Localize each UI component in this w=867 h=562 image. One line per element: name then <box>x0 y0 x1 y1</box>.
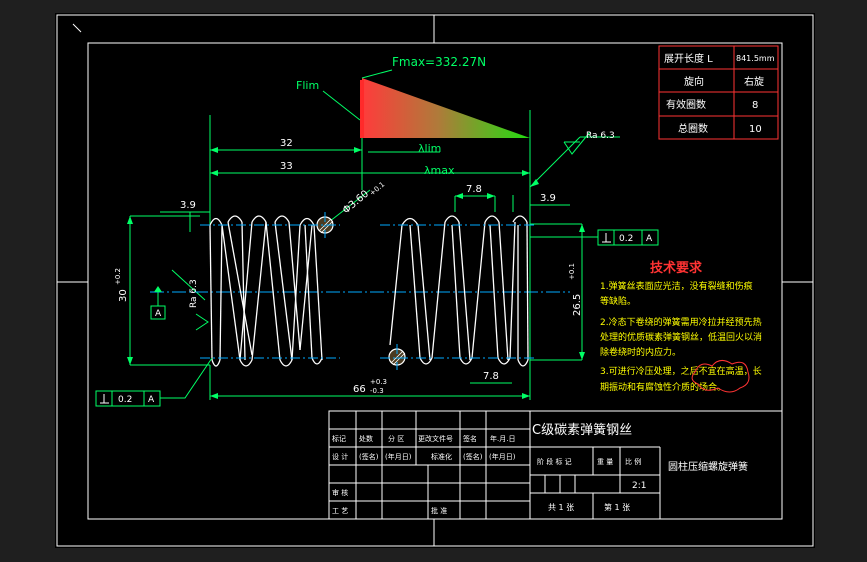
tech-line-0: 1.弹簧丝表面应光洁，没有裂缝和伤痕 <box>600 280 753 292</box>
svg-text:标准化: 标准化 <box>431 452 452 461</box>
tech-line-6: 期振动和有腐蚀性介质的场合。 <box>600 381 726 393</box>
spring-coils-left <box>209 215 323 367</box>
spring-coils-right <box>389 215 529 367</box>
svg-text:分 区: 分 区 <box>388 434 404 443</box>
svg-text:(签名): (签名) <box>463 452 483 461</box>
revision-cloud <box>691 360 750 393</box>
dim-26-5: 26.5 <box>572 294 583 316</box>
part-name-text: 圆柱压缩螺旋弹簧 <box>668 460 748 473</box>
tolerance-frame-right: 0.2 A <box>530 229 659 246</box>
sheet-paper <box>55 13 815 548</box>
sheet-total-text: 共 1 张 <box>548 503 574 512</box>
roughness-right: Ra 6.3 <box>563 131 615 155</box>
tech-line-2: 2.冷态下卷绕的弹簧需用冷拉并经预先热 <box>600 316 762 328</box>
title-block-text: C级碳素弹簧钢丝 圆柱压缩螺旋弹簧 2:1 共 1 张 第 1 张 标记 处数 … <box>332 422 748 515</box>
svg-text:重 量: 重 量 <box>597 458 613 466</box>
svg-text:处数: 处数 <box>359 434 373 443</box>
centering-marks <box>57 15 813 546</box>
svg-text:阶 段 标 记: 阶 段 标 记 <box>537 457 572 466</box>
spec-table: 展开长度 L 841.5mm 旋向 右旋 有效圈数 8 总圈数 10 <box>658 45 779 140</box>
svg-text:A: A <box>646 234 653 244</box>
material-text: C级碳素弹簧钢丝 <box>532 422 632 438</box>
flim-label: Flim <box>296 79 319 92</box>
dim-66-tol-up: +0.3 <box>370 378 387 386</box>
svg-text:0.2: 0.2 <box>118 395 132 405</box>
dim-33: 33 <box>280 161 293 172</box>
svg-text:0.2: 0.2 <box>619 234 633 244</box>
spec-row-value-1: 右旋 <box>744 75 764 88</box>
title-block <box>328 410 783 520</box>
fmax-label: Fmax=332.27N <box>392 55 486 69</box>
svg-text:A: A <box>155 309 162 319</box>
dim-30-tol: +0.2 <box>114 268 122 285</box>
dim-7-8-top: 7.8 <box>466 184 482 195</box>
svg-text:比 例: 比 例 <box>625 457 641 466</box>
svg-text:审 核: 审 核 <box>332 488 348 497</box>
dimension-arrows <box>127 147 585 399</box>
tech-line-4: 除卷绕时的内应力。 <box>600 346 681 358</box>
svg-text:批 准: 批 准 <box>431 506 447 515</box>
svg-text:(年月日): (年月日) <box>489 452 516 461</box>
dim-3-9-right: 3.9 <box>540 193 556 204</box>
svg-text:标记: 标记 <box>332 434 346 443</box>
sheet-num-text: 第 1 张 <box>604 502 630 512</box>
roughness-left: Ra 6.3 <box>189 279 209 331</box>
datum-a-symbol: A <box>150 286 166 320</box>
dim-32: 32 <box>280 138 293 149</box>
svg-text:(年月日): (年月日) <box>385 452 412 461</box>
spec-row-value-2: 8 <box>752 100 758 111</box>
lambda-lim-label: λlim <box>418 142 441 155</box>
tech-line-3: 处理的优质碳素弹簧钢丝，低温回火以消 <box>600 331 762 343</box>
spec-row-label-1: 旋向 <box>684 75 704 88</box>
wire-centerlines <box>200 212 535 370</box>
tech-requirements: 技术要求 1.弹簧丝表面应光洁，没有裂缝和伤痕 等缺陷。 2.冷态下卷绕的弹簧需… <box>600 260 762 393</box>
svg-text:Ra 6.3: Ra 6.3 <box>189 279 199 308</box>
svg-text:(签名): (签名) <box>359 452 379 461</box>
svg-text:A: A <box>148 395 155 405</box>
dimension-lines <box>129 115 620 400</box>
dim-66: 66 <box>353 384 366 395</box>
spec-row-value-0: 841.5mm <box>736 54 775 63</box>
spec-row-label-3: 总圈数 <box>678 122 708 135</box>
spec-row-label-2: 有效圈数 <box>666 98 706 111</box>
outer-frame <box>56 14 814 547</box>
spec-row-value-3: 10 <box>749 124 762 135</box>
svg-text:工 艺: 工 艺 <box>332 507 348 515</box>
svg-text:设 计: 设 计 <box>332 452 348 461</box>
tech-line-1: 等缺陷。 <box>600 295 636 307</box>
dim-7-8-bottom: 7.8 <box>483 371 499 382</box>
svg-text:更改文件号: 更改文件号 <box>418 434 453 443</box>
dim-30: 30 <box>118 289 129 302</box>
spec-row-label-0: 展开长度 L <box>664 52 713 65</box>
svg-text:Ra 6.3: Ra 6.3 <box>586 131 615 141</box>
tech-title: 技术要求 <box>650 260 703 276</box>
dim-66-tol-low: -0.3 <box>370 387 384 395</box>
force-triangle <box>362 78 530 138</box>
svg-text:年.月.日: 年.月.日 <box>490 434 515 443</box>
scale-text: 2:1 <box>632 481 646 491</box>
tech-line-5: 3.可进行冷压处理，之后不宜在高温，长 <box>600 365 762 377</box>
dim-26-5-tol: +0.1 <box>568 263 576 280</box>
svg-text:签名: 签名 <box>463 434 477 443</box>
lambda-max-label: λmax <box>424 164 455 177</box>
dim-3-9-left: 3.9 <box>180 200 196 211</box>
tolerance-frame-left: 0.2 A <box>95 357 213 407</box>
